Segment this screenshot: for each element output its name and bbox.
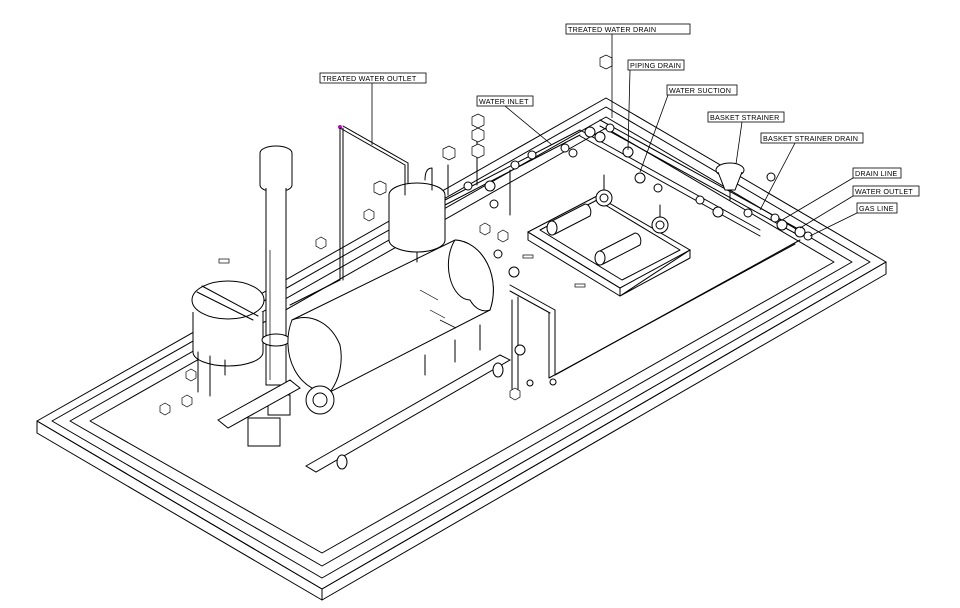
rear-piping-header — [560, 119, 813, 241]
storage-tank — [191, 258, 265, 397]
pump-skid — [522, 174, 692, 297]
instrument-tags — [159, 54, 613, 416]
callout-piping-drain: PIPING DRAIN — [627, 59, 685, 151]
callout-water-suction: WATER SUCTION — [639, 84, 738, 173]
callout-label: BASKET STRAINER — [710, 113, 780, 122]
callout-drain-line: DRAIN LINE — [781, 167, 902, 221]
basket-strainer — [715, 162, 776, 201]
foundation-skid — [36, 97, 887, 601]
callout-basket-strainer-drain: BASKET STRAINER DRAIN — [759, 132, 864, 211]
chimney-stack — [259, 145, 293, 386]
callout-label: DRAIN LINE — [855, 169, 897, 178]
callout-label: GAS LINE — [859, 204, 894, 213]
burner-assembly — [217, 354, 512, 473]
callout-label: TREATED WATER OUTLET — [322, 74, 417, 83]
horizontal-vessel — [287, 239, 494, 393]
callout-gas-line: GAS LINE — [809, 202, 898, 237]
callout-label: WATER INLET — [479, 97, 529, 106]
callout-basket-strainer: BASKET STRAINER — [707, 111, 785, 165]
treated-water-outlet-pipe — [289, 125, 409, 306]
callout-treated-water-outlet: TREATED WATER OUTLET — [319, 72, 427, 145]
callout-label: PIPING DRAIN — [630, 61, 681, 70]
callout-label: BASKET STRAINER DRAIN — [763, 134, 858, 143]
callout-label: WATER OUTLET — [855, 187, 913, 196]
water-inlet-pipe — [444, 129, 581, 216]
callout-label: TREATED WATER DRAIN — [568, 25, 656, 34]
upper-vessel — [388, 167, 446, 263]
callout-treated-water-drain: TREATED WATER DRAIN — [565, 23, 691, 118]
callout-label: WATER SUCTION — [669, 86, 731, 95]
callout-water-outlet: WATER OUTLET — [799, 185, 920, 229]
callout-water-inlet: WATER INLET — [476, 95, 553, 146]
return-loop-piping — [493, 239, 801, 391]
